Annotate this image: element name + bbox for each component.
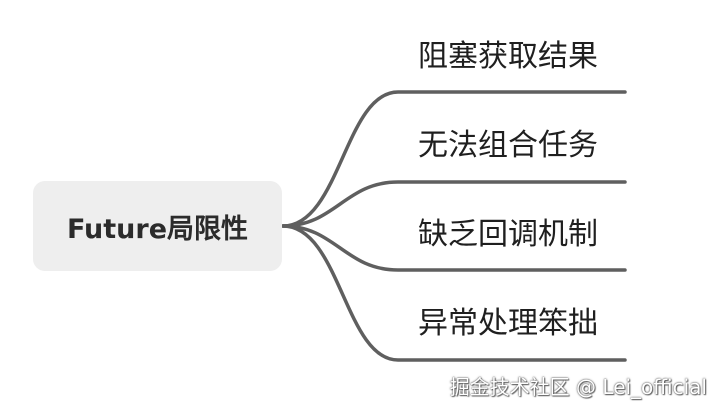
branch-label-1: 阻塞获取结果	[418, 39, 598, 74]
connector-branch-4	[281, 224, 627, 362]
branch-label-2: 无法组合任务	[418, 128, 598, 163]
branch-label-3: 缺乏回调机制	[418, 217, 598, 252]
connector-branch-1	[281, 90, 627, 228]
connector-branch-3	[281, 224, 627, 272]
connector-branch-2	[281, 180, 627, 228]
branch-label-4: 异常处理笨拙	[418, 306, 598, 341]
root-label: Future局限性	[66, 213, 249, 245]
root-node: Future局限性	[33, 181, 282, 271]
watermark: 掘金技术社区 @ Lei_official	[449, 375, 707, 399]
